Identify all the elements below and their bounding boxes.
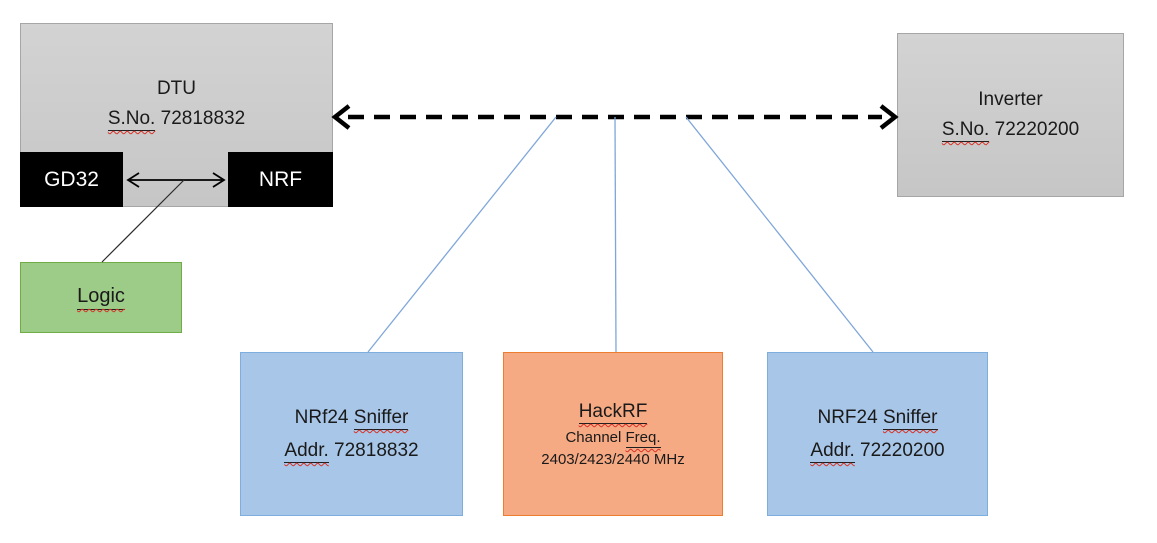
dtu-serial-number: 72818832 xyxy=(160,108,246,129)
hackrf-frequencies: 2403/2423/2440 MHz xyxy=(541,451,685,468)
dtu-title: DTU xyxy=(156,78,197,99)
dtu-serial: S.No. 72818832 xyxy=(107,104,246,134)
gd32-label: GD32 xyxy=(44,167,99,191)
dtu-inverter-dashed-arrow-icon xyxy=(331,104,899,130)
logic-label: Logic xyxy=(77,285,125,310)
dtu-text: DTU S.No. 72818832 xyxy=(107,74,246,134)
sniffer-right-name: NRF24 xyxy=(817,407,878,428)
gd32-box: GD32 xyxy=(20,152,123,207)
sniffer-left-box: NRf24 Sniffer Addr. 72818832 xyxy=(240,352,463,516)
inverter-serial-number: 72220200 xyxy=(994,119,1080,140)
sniffer-right-addr-number: 72220200 xyxy=(860,440,945,461)
hackrf-title: HackRF xyxy=(578,401,648,424)
inverter-title: Inverter xyxy=(978,89,1043,110)
nrf-box: NRF xyxy=(228,152,333,207)
sniffer-left-connector-line xyxy=(367,116,557,353)
sniffer-left-name: NRf24 xyxy=(294,407,349,428)
hackrf-box: HackRF Channel Freq. 2403/2423/2440 MHz xyxy=(503,352,723,516)
inverter-box: Inverter S.No. 72220200 xyxy=(897,33,1124,197)
inverter-serial-label: S.No. xyxy=(941,119,990,142)
sniffer-right-title: NRF24 Sniffer xyxy=(817,401,938,434)
logic-box: Logic xyxy=(20,262,182,333)
sniffer-right-word: Sniffer xyxy=(882,407,938,430)
sniffer-left-addr-number: 72818832 xyxy=(334,440,419,461)
sniffer-right-connector-line xyxy=(685,116,874,353)
nrf-label: NRF xyxy=(258,167,303,191)
sniffer-right-addr-label: Addr. xyxy=(810,440,855,463)
dtu-serial-label: S.No. xyxy=(107,108,156,131)
hackrf-channel-line: Channel Freq. xyxy=(565,427,661,449)
hackrf-title-line: HackRF xyxy=(578,397,648,427)
sniffer-right-box: NRF24 Sniffer Addr. 72220200 xyxy=(767,352,988,516)
hackrf-channel-prefix: Channel xyxy=(565,429,622,446)
sniffer-left-title: NRf24 Sniffer xyxy=(295,401,409,434)
hackrf-channel-word: Freq. xyxy=(625,429,661,448)
inverter-serial: S.No. 72220200 xyxy=(941,115,1080,145)
sniffer-left-addr: Addr. 72818832 xyxy=(284,434,419,467)
sniffer-left-word: Sniffer xyxy=(353,407,409,430)
sniffer-right-addr: Addr. 72220200 xyxy=(810,434,945,467)
sniffer-left-addr-label: Addr. xyxy=(284,440,329,463)
hackrf-connector-line xyxy=(614,116,617,353)
